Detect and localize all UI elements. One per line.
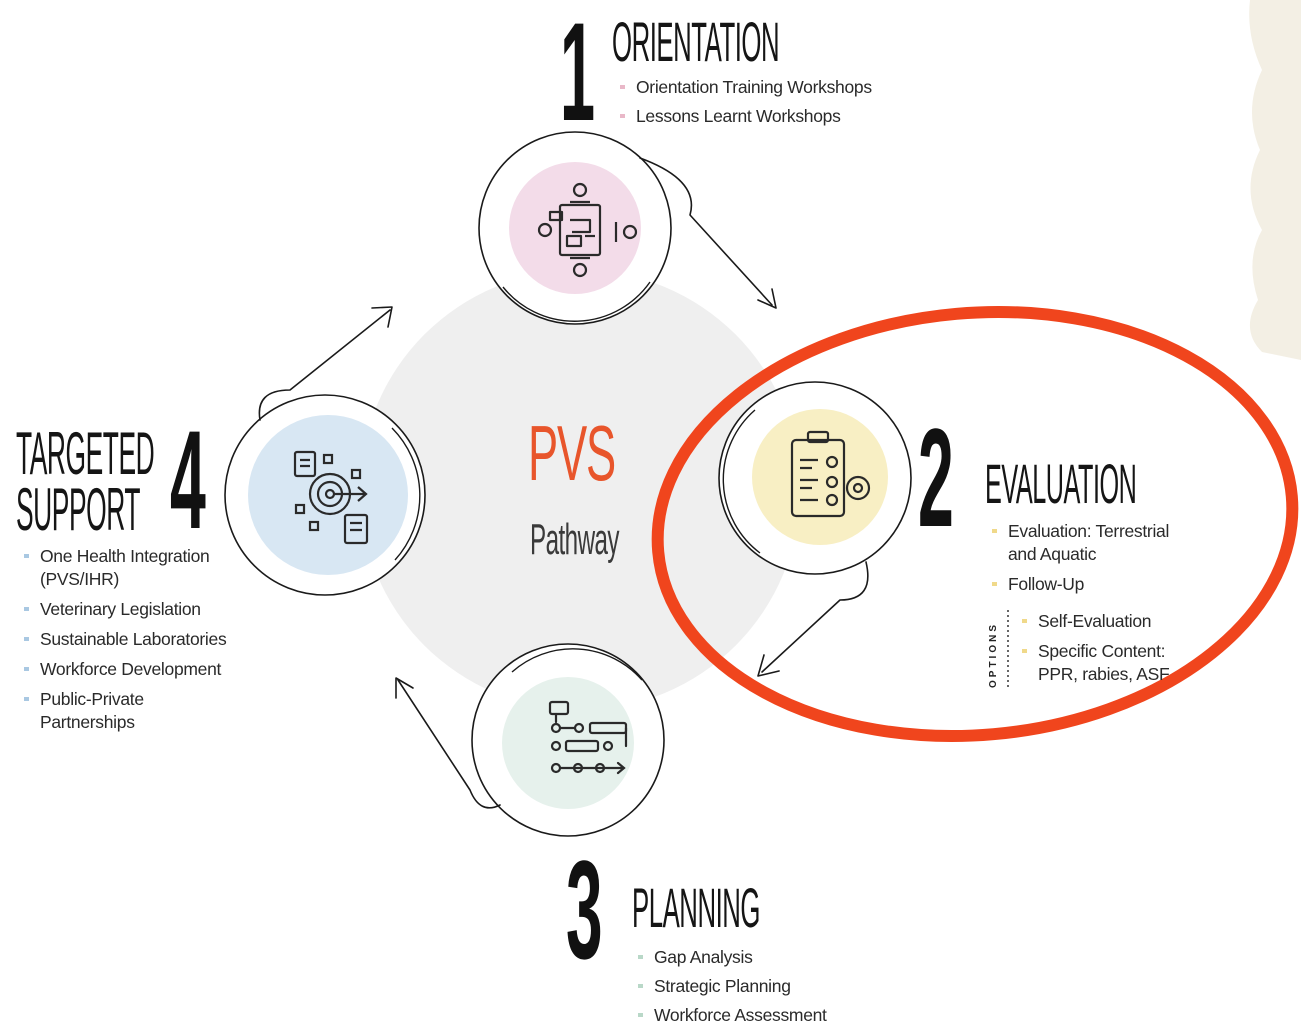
evaluation-options-list: Self-Evaluation Specific Content: PPR, r…: [1018, 610, 1193, 686]
pvs-title: PVS: [528, 409, 616, 497]
list-item: Gap Analysis: [634, 946, 827, 969]
list-item: Sustainable Laboratories: [20, 628, 235, 651]
highlight-ellipse: [651, 305, 1299, 743]
evaluation-node: [718, 381, 912, 575]
orientation-node: [478, 131, 672, 325]
list-item: Workforce Assessment: [634, 1004, 827, 1027]
list-item: Public-Private Partnerships: [20, 688, 235, 734]
meeting-table-icon: [537, 182, 638, 278]
stage-number-2: 2: [918, 399, 954, 556]
center-disc: [360, 270, 800, 710]
planning-list: Gap Analysis Strategic Planning Workforc…: [634, 946, 827, 1027]
targeted-support-title-line1: TARGETED: [16, 420, 155, 487]
checklist-clipboard-icon: [790, 430, 871, 518]
stage-number-1: 1: [560, 0, 596, 150]
orientation-title: ORIENTATION: [612, 10, 780, 73]
list-item: One Health Integration (PVS/IHR): [20, 545, 235, 591]
stage-number-3: 3: [566, 831, 603, 988]
list-item: Veterinary Legislation: [20, 598, 235, 621]
list-item: Lessons Learnt Workshops: [616, 105, 872, 128]
list-item: Workforce Development: [20, 658, 235, 681]
evaluation-list: Evaluation: Terrestrial and Aquatic Foll…: [988, 520, 1193, 596]
targeted-support-title-line2: SUPPORT: [16, 476, 141, 543]
list-item: Evaluation: Terrestrial and Aquatic: [988, 520, 1193, 566]
target-documents-icon: [293, 450, 369, 545]
options-label: OPTIONS: [988, 621, 999, 688]
stage-number-4: 4: [170, 401, 206, 558]
cycle-arrows: [258, 157, 869, 809]
evaluation-title: EVALUATION: [985, 452, 1137, 515]
flow-plan-icon: [548, 700, 628, 775]
decorative-edge-texture: [1249, 0, 1301, 360]
targeted-support-list: One Health Integration (PVS/IHR) Veterin…: [20, 545, 235, 734]
list-item: Specific Content: PPR, rabies, ASF: [1018, 640, 1193, 686]
planning-title: PLANNING: [632, 876, 761, 939]
list-item: Strategic Planning: [634, 975, 827, 998]
orientation-list: Orientation Training Workshops Lessons L…: [616, 76, 872, 128]
list-item: Orientation Training Workshops: [616, 76, 872, 99]
list-item: Self-Evaluation: [1018, 610, 1193, 633]
pathway-subtitle: Pathway: [530, 515, 620, 564]
list-item: Follow-Up: [988, 573, 1193, 596]
